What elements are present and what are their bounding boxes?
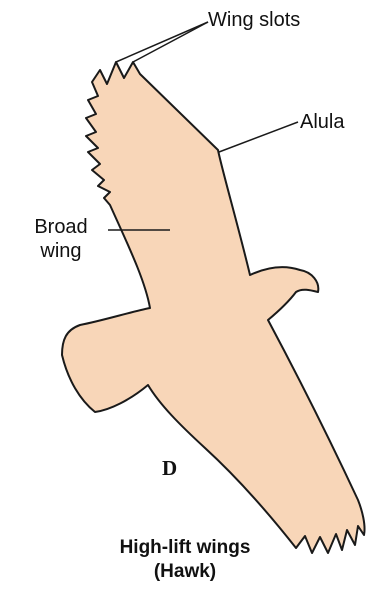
panel-letter: D xyxy=(162,456,177,480)
hawk-silhouette xyxy=(62,62,365,553)
wing-slots-leader-2 xyxy=(133,22,208,62)
wing-slots-leader-1 xyxy=(116,22,208,62)
wing-slots-label: Wing slots xyxy=(208,8,300,32)
broad-wing-label: Broad wing xyxy=(20,215,102,263)
broad-wing-label-line1: Broad xyxy=(20,215,102,239)
caption-line1: High-lift wings xyxy=(60,536,310,560)
broad-wing-label-line2: wing xyxy=(20,239,102,263)
figure-caption: High-lift wings (Hawk) xyxy=(60,536,310,584)
alula-leader xyxy=(219,122,298,152)
caption-line2: (Hawk) xyxy=(60,560,310,584)
alula-label: Alula xyxy=(300,110,344,134)
